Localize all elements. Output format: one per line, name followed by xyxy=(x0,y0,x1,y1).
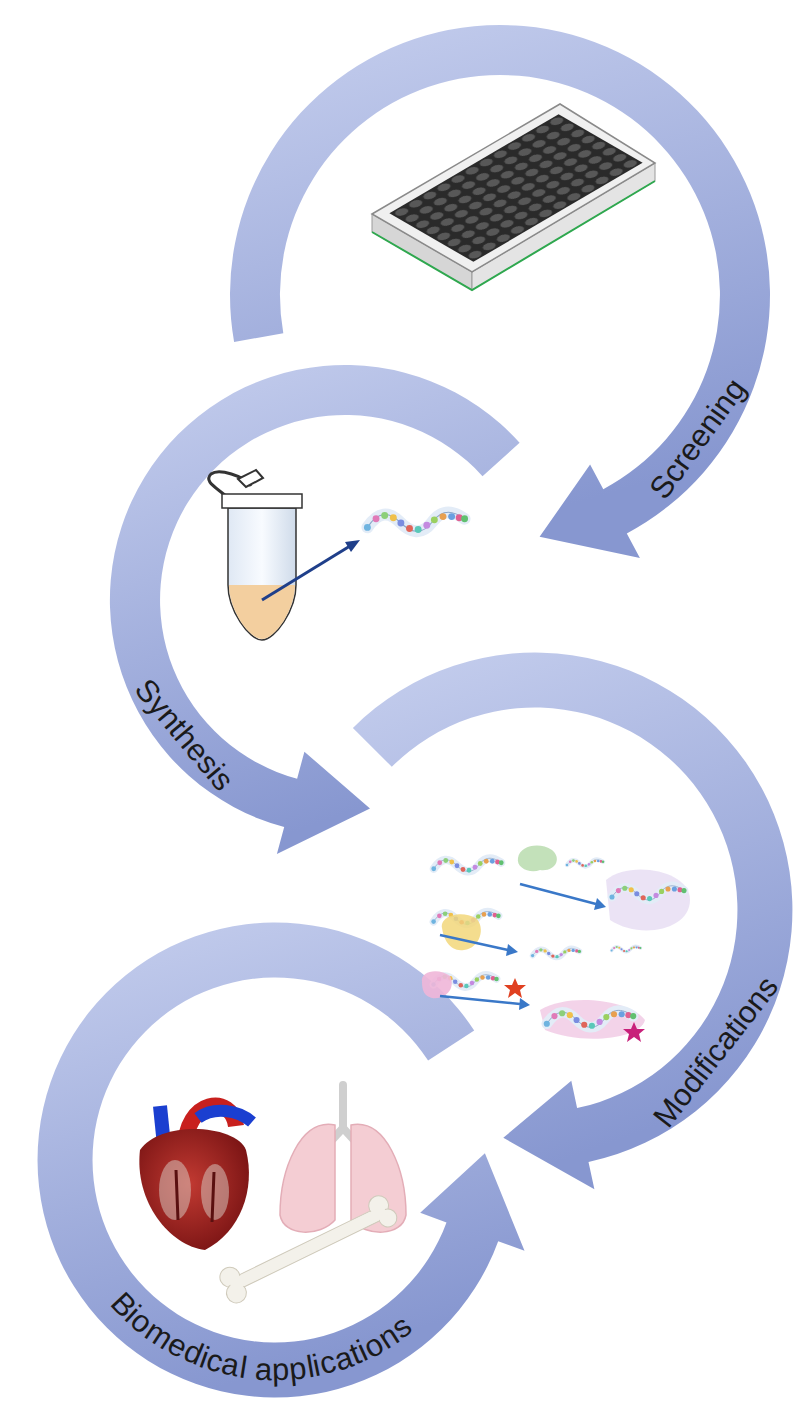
cycle-arrow xyxy=(38,922,525,1397)
heart-icon xyxy=(139,1106,252,1250)
cycle-arrow xyxy=(230,25,770,558)
peptide-chain xyxy=(364,512,468,533)
stage-label: Synthesis xyxy=(127,672,241,798)
bone-icon xyxy=(216,1191,401,1307)
lung-icon xyxy=(280,1085,406,1232)
modification-icons xyxy=(422,846,690,1042)
cycle-arrow xyxy=(110,365,520,854)
label-glyph: a xyxy=(254,1351,273,1388)
label-glyph: p xyxy=(272,1352,290,1388)
well-plate xyxy=(372,104,655,290)
cycle-arrow xyxy=(353,653,793,1190)
stage-label: Modifications xyxy=(646,970,786,1135)
stage-label: Biomedical applications xyxy=(101,1283,424,1392)
tube-icon xyxy=(209,470,360,640)
